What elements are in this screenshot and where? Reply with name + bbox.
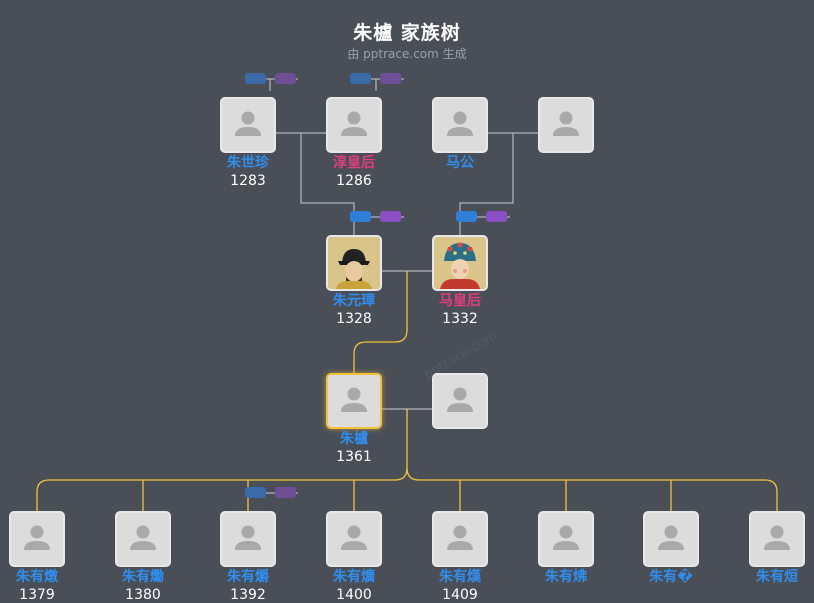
person-placeholder-icon [341,387,367,412]
expand-mother-toggle[interactable] [380,211,401,222]
person-name[interactable]: 朱世珍 [227,155,269,171]
expand-father-toggle[interactable] [245,73,266,84]
person-card-zhu-lu-spouse[interactable] [432,373,488,429]
person-year: 1361 [336,449,372,465]
person-card-ma-gong[interactable] [432,97,488,153]
person-card-child[interactable] [749,511,805,567]
person-year: 1400 [336,587,372,603]
person-name[interactable]: 朱有烜 [756,569,798,585]
person-name[interactable]: 马皇后 [439,293,481,309]
expand-father-toggle[interactable] [350,73,371,84]
person-placeholder-icon [130,525,156,550]
person-year: 1286 [336,173,372,189]
person-placeholder-icon [24,525,50,550]
person-year: 1392 [230,587,266,603]
person-card-child[interactable] [643,511,699,567]
person-placeholder-icon [553,525,579,550]
page-subtitle: 由 pptrace.com 生成 [347,47,467,61]
person-name[interactable]: 朱有燉 [16,569,58,585]
person-year: 1409 [442,587,478,603]
expand-father-toggle[interactable] [350,211,371,222]
person-card-zhu-yuanzhang[interactable] [326,235,382,291]
person-card-ma-gong-spouse[interactable] [538,97,594,153]
person-placeholder-icon [658,525,684,550]
person-placeholder-icon [553,111,579,136]
expand-mother-toggle[interactable] [275,73,296,84]
portrait-empress-icon [434,237,486,289]
focus-descent-line [353,271,408,373]
person-placeholder-icon [235,111,261,136]
person-year: 1328 [336,311,372,327]
person-placeholder-icon [447,387,473,412]
person-year: 1283 [230,173,266,189]
expand-mother-toggle[interactable] [275,487,296,498]
person-name[interactable]: 朱元璋 [333,293,375,309]
expand-father-toggle[interactable] [245,487,266,498]
portrait-emperor-icon [328,237,380,289]
person-card-child[interactable] [220,511,276,567]
person-name[interactable]: 朱有爋 [122,569,164,585]
person-card-child[interactable] [432,511,488,567]
person-placeholder-icon [235,525,261,550]
person-year: 1379 [19,587,55,603]
person-name[interactable]: 朱有爝 [227,569,269,585]
person-card-ma-huanghou[interactable] [432,235,488,291]
focus-descent-line [36,409,408,512]
person-placeholder-icon [447,525,473,550]
expand-mother-toggle[interactable] [380,73,401,84]
person-card-child[interactable] [538,511,594,567]
person-card-child[interactable] [115,511,171,567]
person-name[interactable]: 朱有熯 [439,569,481,585]
person-name[interactable]: 朱櫨 [340,431,368,447]
person-name[interactable]: 朱有� [649,569,693,585]
person-card-zhu-lu[interactable] [326,373,382,429]
person-placeholder-icon [341,111,367,136]
person-card-chun-huanghou[interactable] [326,97,382,153]
person-card-child[interactable] [326,511,382,567]
person-card-zhu-shizhen[interactable] [220,97,276,153]
person-placeholder-icon [341,525,367,550]
expand-mother-toggle[interactable] [486,211,507,222]
expand-father-toggle[interactable] [456,211,477,222]
person-name[interactable]: 朱有爌 [333,569,375,585]
person-placeholder-icon [447,111,473,136]
person-name[interactable]: 马公 [446,155,474,171]
person-name[interactable]: 淳皇后 [333,155,375,171]
person-year: 1380 [125,587,161,603]
person-card-child[interactable] [9,511,65,567]
person-placeholder-icon [764,525,790,550]
person-year: 1332 [442,311,478,327]
focus-descent-line [406,467,778,512]
page-title: 朱櫨 家族树 [353,22,461,44]
person-name[interactable]: 朱有炥 [545,569,587,585]
